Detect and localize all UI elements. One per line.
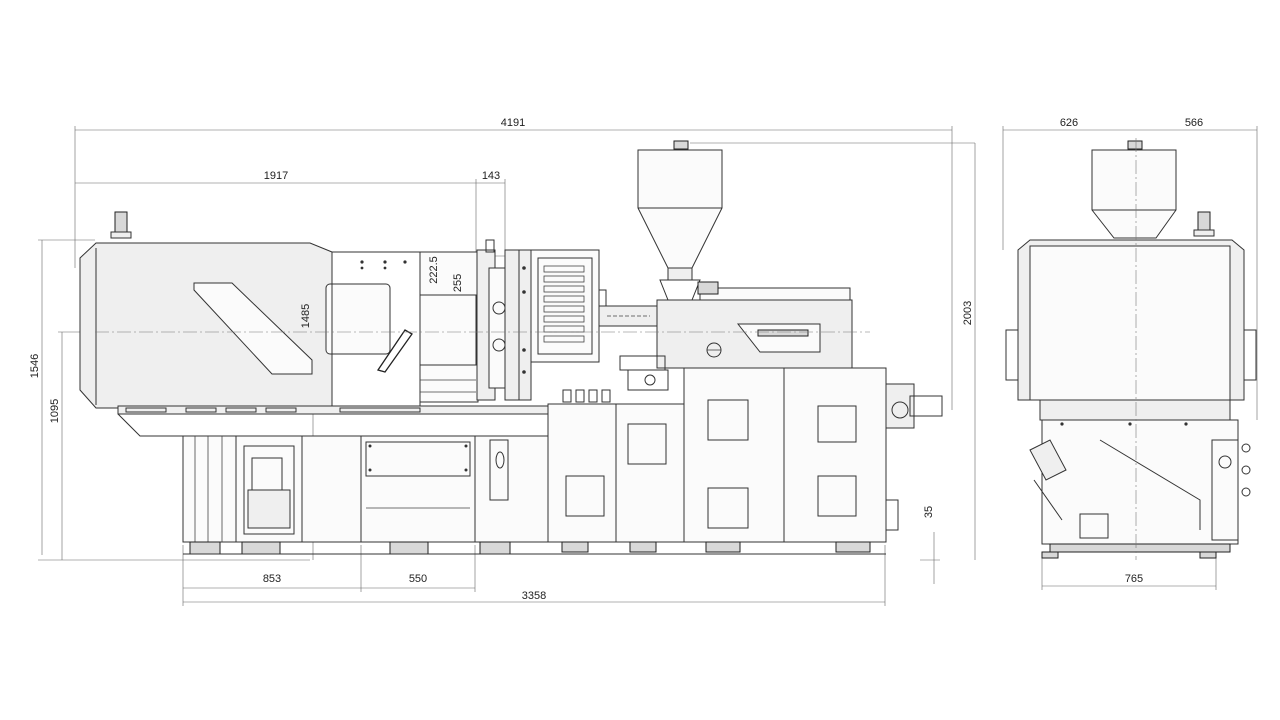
dim-4191: 4191 [501, 117, 525, 129]
dim-1095: 1095 [49, 399, 61, 423]
clamp-guard [79, 211, 549, 437]
dim-1546: 1546 [29, 354, 41, 378]
dim-222-5: 222.5 [428, 256, 440, 284]
platen [476, 239, 658, 401]
dim-550: 550 [409, 573, 427, 585]
dim-255: 255 [452, 274, 464, 292]
side-view [1002, 126, 1258, 590]
dim-35: 35 [923, 506, 935, 518]
injection-unit [619, 140, 853, 391]
dim-2003: 2003 [962, 301, 974, 325]
dim-1485: 1485 [300, 304, 312, 328]
dim-626: 626 [1060, 117, 1078, 129]
dim-143: 143 [482, 170, 500, 182]
dim-566: 566 [1185, 117, 1203, 129]
dim-853: 853 [263, 573, 281, 585]
dim-1917: 1917 [264, 170, 288, 182]
machine-base [182, 367, 943, 555]
dim-765: 765 [1125, 573, 1143, 585]
dim-3358: 3358 [522, 590, 546, 602]
dimension-labels: 4191 1917 143 2003 1546 1095 1485 222.5 … [29, 117, 1203, 602]
